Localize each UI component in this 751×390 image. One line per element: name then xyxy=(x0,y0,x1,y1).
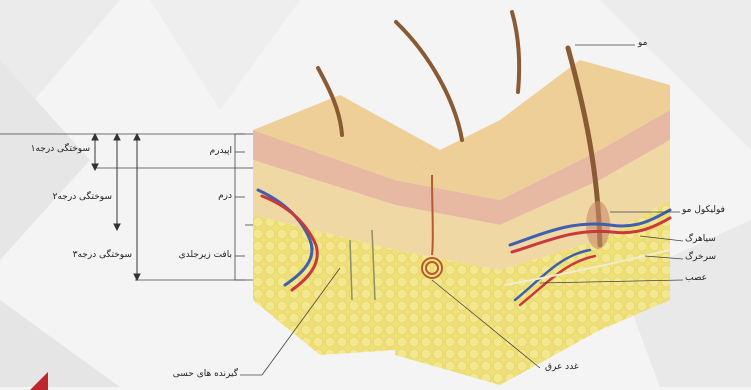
label-hair: مو xyxy=(638,38,647,48)
label-epidermis: اپیدرم xyxy=(160,146,232,156)
label-dermis: درم xyxy=(160,191,232,201)
label-hair-follicle: فولیکول مو xyxy=(682,205,725,215)
skin-block-right xyxy=(395,60,670,385)
label-subcutaneous: بافت زیرجلدی xyxy=(140,250,232,260)
label-sweat-gland: غدد عرق xyxy=(545,362,579,372)
label-burn-third-degree: سوختگی درجه۳ xyxy=(0,250,132,260)
label-burn-second-degree: سوختگی درجه۲ xyxy=(0,192,112,202)
label-artery: سرخرگ xyxy=(685,252,716,262)
corner-accent xyxy=(30,372,48,390)
label-burn-first-degree: سوختگی درجه۱ xyxy=(0,144,90,154)
label-nerve: عصب xyxy=(685,273,707,283)
label-sensory-receptors: گیرنده های حسی xyxy=(140,369,238,379)
label-vein: سیاهرگ xyxy=(685,234,716,244)
